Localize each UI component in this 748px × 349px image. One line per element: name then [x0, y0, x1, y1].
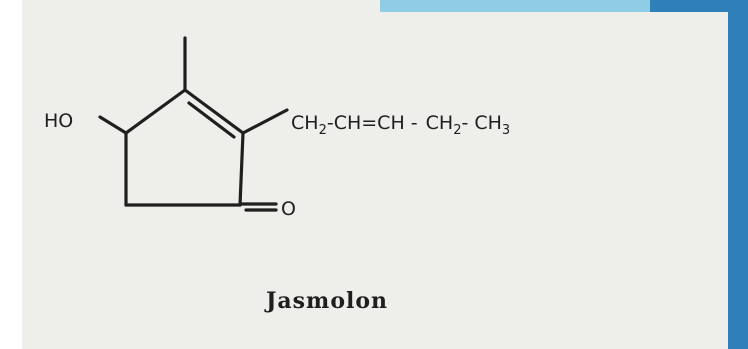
chain-ch3-sub: 3	[502, 123, 510, 138]
top-accent-bar	[380, 0, 650, 12]
left-white-margin	[0, 0, 22, 349]
compound-name: Jasmolon	[264, 288, 388, 314]
bond-c2-chain	[241, 108, 289, 135]
chain-ch3: - CH	[461, 112, 501, 134]
chain-ch-double-ch: -CH=CH -	[327, 112, 418, 134]
chain-ch2-b: CH	[426, 112, 454, 134]
chain-ch2-b-sub: 2	[453, 123, 461, 138]
structure-bonds	[98, 36, 289, 212]
side-chain-label: CH2-CH=CH -CH2- CH3	[291, 112, 510, 138]
hydroxyl-label: HO	[44, 110, 73, 132]
bond-ho-c4	[98, 115, 128, 135]
top-accent-bar-dark	[650, 0, 728, 12]
chain-ch2-a: CH	[291, 112, 319, 134]
right-accent-bar	[728, 0, 748, 349]
bond-c4-c3	[124, 88, 187, 135]
paper-background	[22, 0, 728, 349]
carbonyl-oxygen-label: O	[281, 198, 296, 220]
chain-ch2-a-sub: 2	[319, 123, 327, 138]
bond-c3-c2-double	[187, 101, 236, 139]
bond-c3-c2	[183, 88, 245, 135]
bond-c2-c1	[238, 131, 245, 207]
